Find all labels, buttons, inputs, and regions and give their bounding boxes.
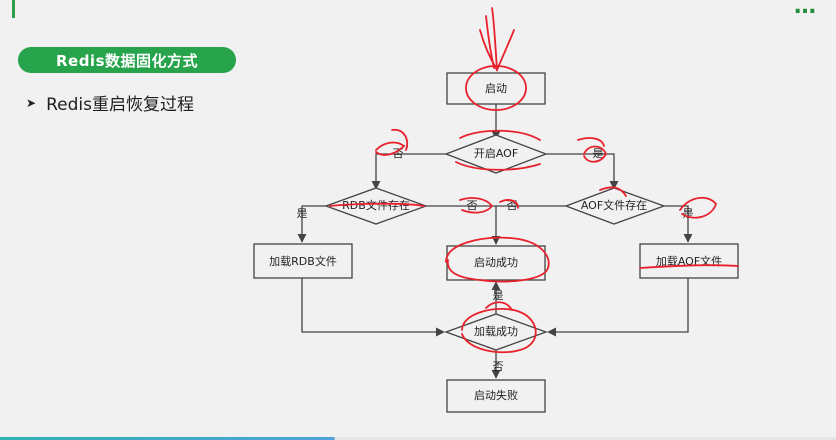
label-load-success: 加载成功 xyxy=(474,325,518,338)
annotation-load-yes-mark xyxy=(485,301,513,311)
edge-label-rdb-no: 否 xyxy=(467,199,478,212)
edge-rdb-yes xyxy=(297,205,326,243)
section-pill: Redis数据固化方式 xyxy=(18,47,236,73)
annotation-arrow-stroke-2 xyxy=(485,15,495,69)
annotation-no-mark xyxy=(459,197,494,214)
node-start-fail xyxy=(446,379,546,413)
annotation-circle-load-success xyxy=(461,308,537,354)
node-check-aof-enabled xyxy=(444,134,548,174)
label-start: 启动 xyxy=(485,82,507,95)
annotation-circle-success xyxy=(445,236,550,283)
annotation-aof-exists-yes-circle xyxy=(679,196,718,219)
label-start-success: 启动成功 xyxy=(474,256,518,269)
bullet-arrow-icon: ➤ xyxy=(26,95,37,110)
node-load-success xyxy=(444,313,548,351)
edge-label-aof-no: 否 xyxy=(393,147,404,160)
node-aof-exists xyxy=(564,187,666,225)
edge-label-load-yes: 是 xyxy=(493,289,504,302)
edge-label-load-no: 否 xyxy=(493,360,504,373)
node-load-aof xyxy=(639,243,739,279)
annotation-no-mark-2 xyxy=(499,199,519,209)
label-start-fail: 启动失败 xyxy=(474,388,518,402)
edge-rdb-to-load xyxy=(301,278,445,337)
annotation-aof-yes-mark xyxy=(583,145,608,163)
label-check-aof: 开启AOF xyxy=(474,147,518,160)
top-accent-bar xyxy=(12,0,15,18)
node-rdb-exists xyxy=(324,187,428,225)
edge-aof-to-load xyxy=(547,278,689,337)
edge-label-aof-exists-no: 否 xyxy=(507,199,518,212)
bullet-item: ➤ Redis重启恢复过程 xyxy=(26,90,194,115)
label-load-rdb: 加载RDB文件 xyxy=(269,254,337,268)
brand-logo-fragment: … xyxy=(794,0,818,19)
flowchart-connectors xyxy=(297,104,693,379)
annotation-circle-start xyxy=(465,65,527,111)
edge-label-aof-exists-yes: 是 xyxy=(683,207,694,220)
node-load-rdb xyxy=(253,243,353,279)
label-rdb-exists: RDB文件存在 xyxy=(342,198,410,212)
edge-label-aof-yes: 是 xyxy=(593,147,604,160)
annotation-arrow-head xyxy=(479,29,515,73)
bottom-progress-strip xyxy=(0,437,836,440)
annotation-aof-yes-stroke xyxy=(577,137,605,147)
annotation-aof-exists-mark xyxy=(599,186,627,197)
label-aof-exists: AOF文件存在 xyxy=(581,198,647,212)
annotation-circle-aof xyxy=(455,129,541,171)
edge-aof-no xyxy=(371,153,446,190)
annotation-aof-no-mark xyxy=(375,141,406,156)
edge-aof-yes xyxy=(546,153,619,190)
annotation-underline-rdb xyxy=(329,202,425,207)
red-annotations xyxy=(329,7,739,354)
bullet-text: Redis重启恢复过程 xyxy=(46,95,194,115)
annotation-aof-no-stroke xyxy=(391,128,409,151)
annotation-underline-load-aof xyxy=(639,264,739,269)
node-start xyxy=(446,72,546,105)
edge-aof-exists-yes xyxy=(664,205,693,243)
edge-label-rdb-yes: 是 xyxy=(297,207,308,220)
annotation-arrow-stroke xyxy=(491,7,498,71)
